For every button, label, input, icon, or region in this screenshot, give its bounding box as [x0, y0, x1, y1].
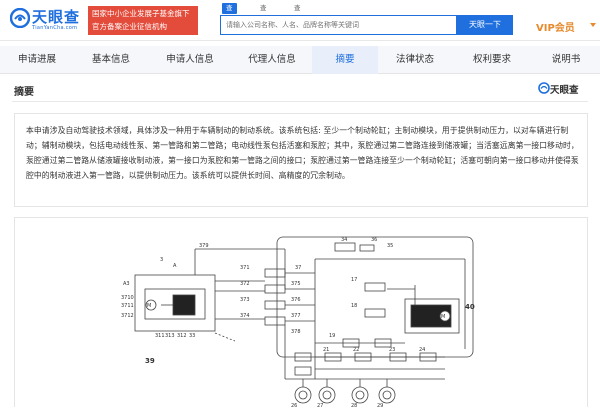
- brand-eye-icon: [538, 82, 550, 94]
- search-tab-relation[interactable]: 查关系: [294, 4, 301, 34]
- drawing-label: 21: [323, 347, 329, 353]
- drawing-label: 313: [165, 333, 175, 339]
- logo-eye-icon: [10, 8, 30, 28]
- drawing-label: 311: [155, 333, 165, 339]
- drawing-label: 372: [240, 281, 250, 287]
- drawing-label: 19: [329, 333, 335, 339]
- drawing-label: 374: [240, 313, 250, 319]
- drawing-label: 3: [160, 257, 163, 263]
- drawing-label: A3: [123, 281, 130, 287]
- promo-line-2: 官方备案企业征信机构: [92, 22, 167, 31]
- tab-agent-info[interactable]: 代理人信息: [248, 54, 296, 65]
- drawing-panel: 3 A 379 A3 3710 3711 3712 313 312 311 33…: [14, 217, 588, 409]
- drawing-label: 36: [371, 237, 377, 243]
- drawing-label: 40: [465, 303, 475, 311]
- chevron-down-icon[interactable]: [590, 23, 596, 27]
- search-button[interactable]: 天眼一下: [457, 15, 513, 35]
- drawing-label: 34: [341, 237, 347, 243]
- drawing-label: 379: [199, 243, 209, 249]
- drawing-label: 37: [295, 265, 301, 271]
- tab-legal-status[interactable]: 法律状态: [395, 54, 434, 65]
- section-title: 摘要: [14, 87, 34, 98]
- abstract-text: 本申请涉及自动驾驶技术领域，具体涉及一种用于车辆制动的制动系统。该系统包括: 至…: [26, 126, 579, 180]
- drawing-label: 27: [317, 403, 323, 409]
- abstract-panel: 本申请涉及自动驾驶技术领域，具体涉及一种用于车辆制动的制动系统。该系统包括: 至…: [14, 113, 588, 207]
- logo-text: 天眼查: [32, 8, 81, 26]
- drawing-label: 3711: [121, 303, 134, 309]
- search-input[interactable]: [223, 17, 453, 33]
- drawing-label: 22: [353, 347, 359, 353]
- drawing-label: 378: [291, 329, 301, 335]
- logo-subtext: TianYanCha.com: [32, 25, 78, 31]
- brand-watermark: 天眼查: [550, 85, 579, 96]
- drawing-label: 29: [377, 403, 383, 409]
- drawing-label: 18: [351, 303, 357, 309]
- divider: [12, 101, 588, 102]
- tab-description[interactable]: 说明书: [551, 54, 581, 65]
- drawing-label: 35: [387, 243, 393, 249]
- drawing-label: 33: [189, 333, 195, 339]
- drawing-label: 373: [240, 297, 250, 303]
- drawing-label: 377: [291, 313, 301, 319]
- drawing-label: 375: [291, 281, 301, 287]
- drawing-label: 39: [145, 357, 155, 365]
- drawing-label: 23: [389, 347, 395, 353]
- promo-line-1: 国家中小企业发展子基金旗下: [92, 9, 190, 18]
- tab-basic-info[interactable]: 基本信息: [91, 54, 130, 65]
- tab-claims[interactable]: 权利要求: [472, 54, 511, 65]
- drawing-label: 376: [291, 297, 301, 303]
- drawing-label: 17: [351, 277, 357, 283]
- drawing-label: 3710: [121, 295, 134, 301]
- tab-abstract[interactable]: 摘要: [312, 46, 378, 74]
- drawing-label: M: [441, 314, 445, 320]
- promo-banner[interactable]: 国家中小企业发展子基金旗下 官方备案企业征信机构: [88, 6, 198, 35]
- patent-drawing: 3 A 379 A3 3710 3711 3712 313 312 311 33…: [121, 236, 475, 409]
- drawing-label: 28: [351, 403, 357, 409]
- search-tab-company[interactable]: 查公司: [222, 3, 237, 34]
- tab-application-progress[interactable]: 申请进展: [17, 54, 56, 65]
- drawing-label: 371: [240, 265, 250, 271]
- drawing-label: 26: [291, 403, 297, 409]
- site-logo[interactable]: 天眼查 TianYanCha.com: [10, 6, 90, 36]
- tab-applicant-info[interactable]: 申请人信息: [166, 54, 214, 65]
- wheel-group: [294, 386, 396, 404]
- drawing-label: 312: [177, 333, 187, 339]
- drawing-label: M: [147, 303, 151, 309]
- drawing-label: 3712: [121, 313, 134, 319]
- patent-nav-tabs: 申请进展 基本信息 申请人信息 代理人信息 摘要 法律状态 权利要求 说明书: [0, 46, 600, 74]
- drawing-label: 24: [419, 347, 425, 353]
- search-tab-boss[interactable]: 查老板: [260, 4, 267, 34]
- vip-member-link[interactable]: VIP会员: [536, 23, 575, 34]
- drawing-label: A: [173, 263, 177, 269]
- search-box: [220, 15, 457, 35]
- top-header: 天眼查 TianYanCha.com 国家中小企业发展子基金旗下 官方备案企业征…: [0, 0, 600, 41]
